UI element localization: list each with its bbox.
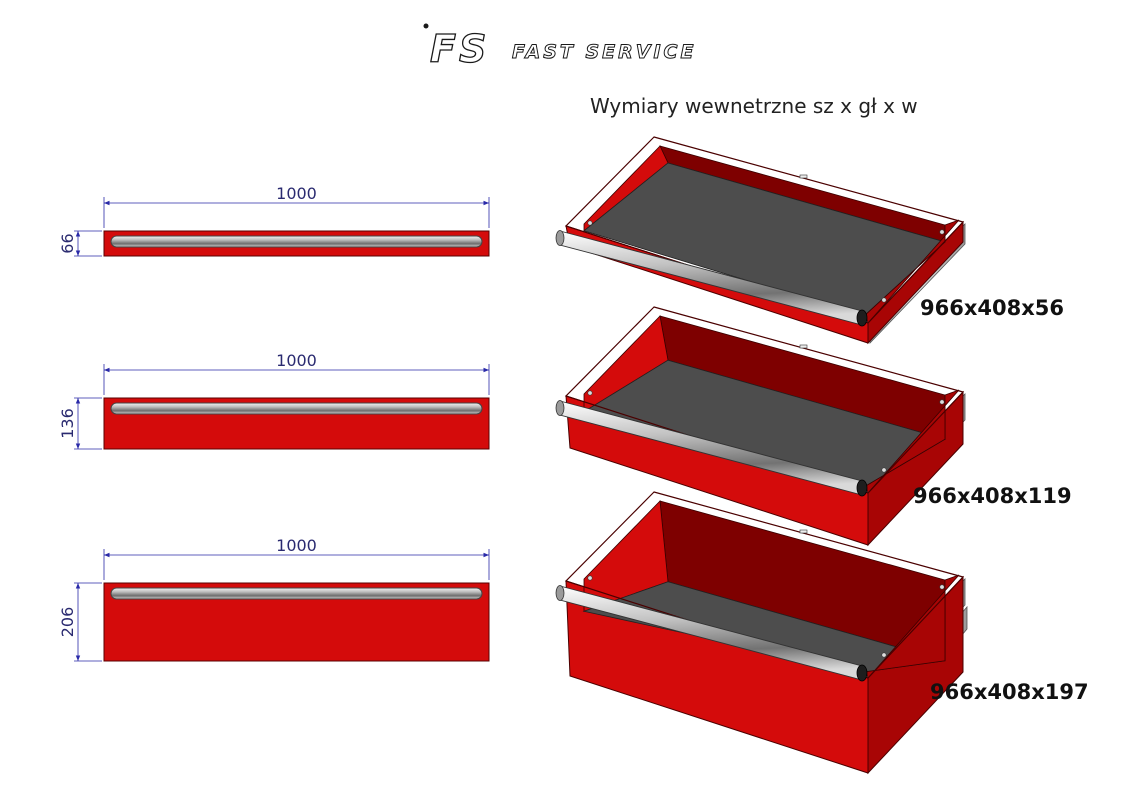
height-dimension-label: 66 [58,233,77,253]
drawer-handle [110,587,483,600]
brand-logo: FS FAST SERVICE [423,23,696,72]
drawer-rim [564,136,965,324]
width-dimension-label: 1000 [276,536,317,555]
width-dimension-label: 1000 [276,351,317,370]
rear-clip [799,174,808,179]
drawer-handle [110,402,483,415]
logo-dot [423,23,429,29]
front-view-drawer-2: 1000 136 [58,351,490,450]
handle-end-cap [555,230,565,246]
inner-size-label-3: 966x408x197 [930,680,1089,704]
screw-icon [587,220,593,226]
front-views: 1000 66 1000 136 1000 206 [58,184,490,662]
inner-size-label-2: 966x408x119 [913,484,1072,508]
front-view-drawer-3: 1000 206 [58,536,490,662]
logo-name: FAST SERVICE [512,41,696,63]
screw-icon [939,584,945,590]
screw-icon [939,229,945,235]
isometric-drawer-2 [555,306,966,547]
isometric-views [555,136,968,775]
width-dimension-label: 1000 [276,184,317,203]
screw-icon [587,575,593,581]
handle-end-cap [856,309,868,327]
drawer-handle [110,235,483,248]
handle-end-cap [856,479,868,497]
drawer-rim [564,306,965,494]
height-dimension-label: 136 [58,408,77,439]
height-dimension-label: 206 [58,607,77,638]
logo-mark: FS [430,27,489,71]
drawer-rim [564,491,965,679]
front-view-drawer-1: 1000 66 [58,184,490,257]
isometric-drawer-3 [555,491,968,775]
isometric-drawer-1 [555,136,966,345]
diagram-title: Wymiary wewnetrzne sz x gł x w [590,94,918,118]
handle-end-cap [555,585,565,601]
rear-clip [799,529,808,534]
handle-end-cap [856,664,868,682]
handle-end-cap [555,400,565,416]
screw-icon [881,652,887,658]
inner-size-label-1: 966x408x56 [920,296,1064,320]
screw-icon [881,297,887,303]
screw-icon [939,399,945,405]
rear-clip [799,344,808,349]
screw-icon [587,390,593,396]
screw-icon [881,467,887,473]
